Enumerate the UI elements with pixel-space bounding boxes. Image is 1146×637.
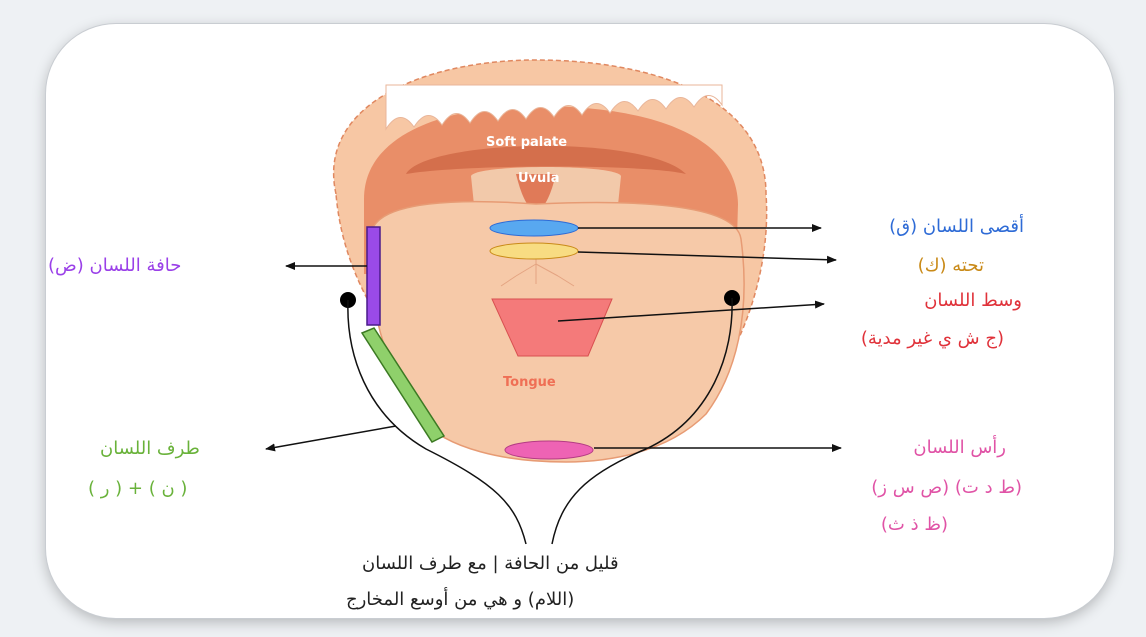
taraf-arrow [266, 426, 396, 449]
wasat-label: وسط اللسان [924, 292, 1022, 310]
taraf-label: طرف اللسان [100, 440, 200, 458]
ras-letters-2: (ظ ذ ث) [881, 516, 948, 534]
ras-marker [505, 441, 593, 459]
uvula-label: Uvula [518, 171, 560, 186]
soft-palate-label: Soft palate [486, 135, 567, 150]
ras-letters-1: (ط د ت) (ص س ز) [871, 479, 1022, 497]
ras-label: رأس اللسان [913, 439, 1006, 457]
hafa-marker [367, 227, 380, 325]
lam-line-1: قليل من الحافة | مع طرف اللسان [362, 555, 619, 573]
lam-line-2: (اللام) و هي من أوسع المخارج [346, 591, 574, 609]
wasat-letters: (ج ش ي غير مدية) [861, 330, 1004, 348]
tahtah-marker [490, 243, 578, 259]
tongue-articulation-diagram: Soft palate Uvula Tongue [46, 24, 1114, 618]
taraf-letters: ( ن ) + ( ر ) [88, 480, 187, 498]
tahtah-label: تحته (ك) [918, 257, 984, 275]
diagram-card: Soft palate Uvula Tongue أقصى اللسان (ق)… [46, 24, 1114, 618]
aqsa-marker [490, 220, 578, 236]
tongue-label: Tongue [503, 375, 556, 390]
aqsa-label: أقصى اللسان (ق) [889, 218, 1024, 236]
hafa-label: حافة اللسان (ض) [48, 257, 181, 275]
